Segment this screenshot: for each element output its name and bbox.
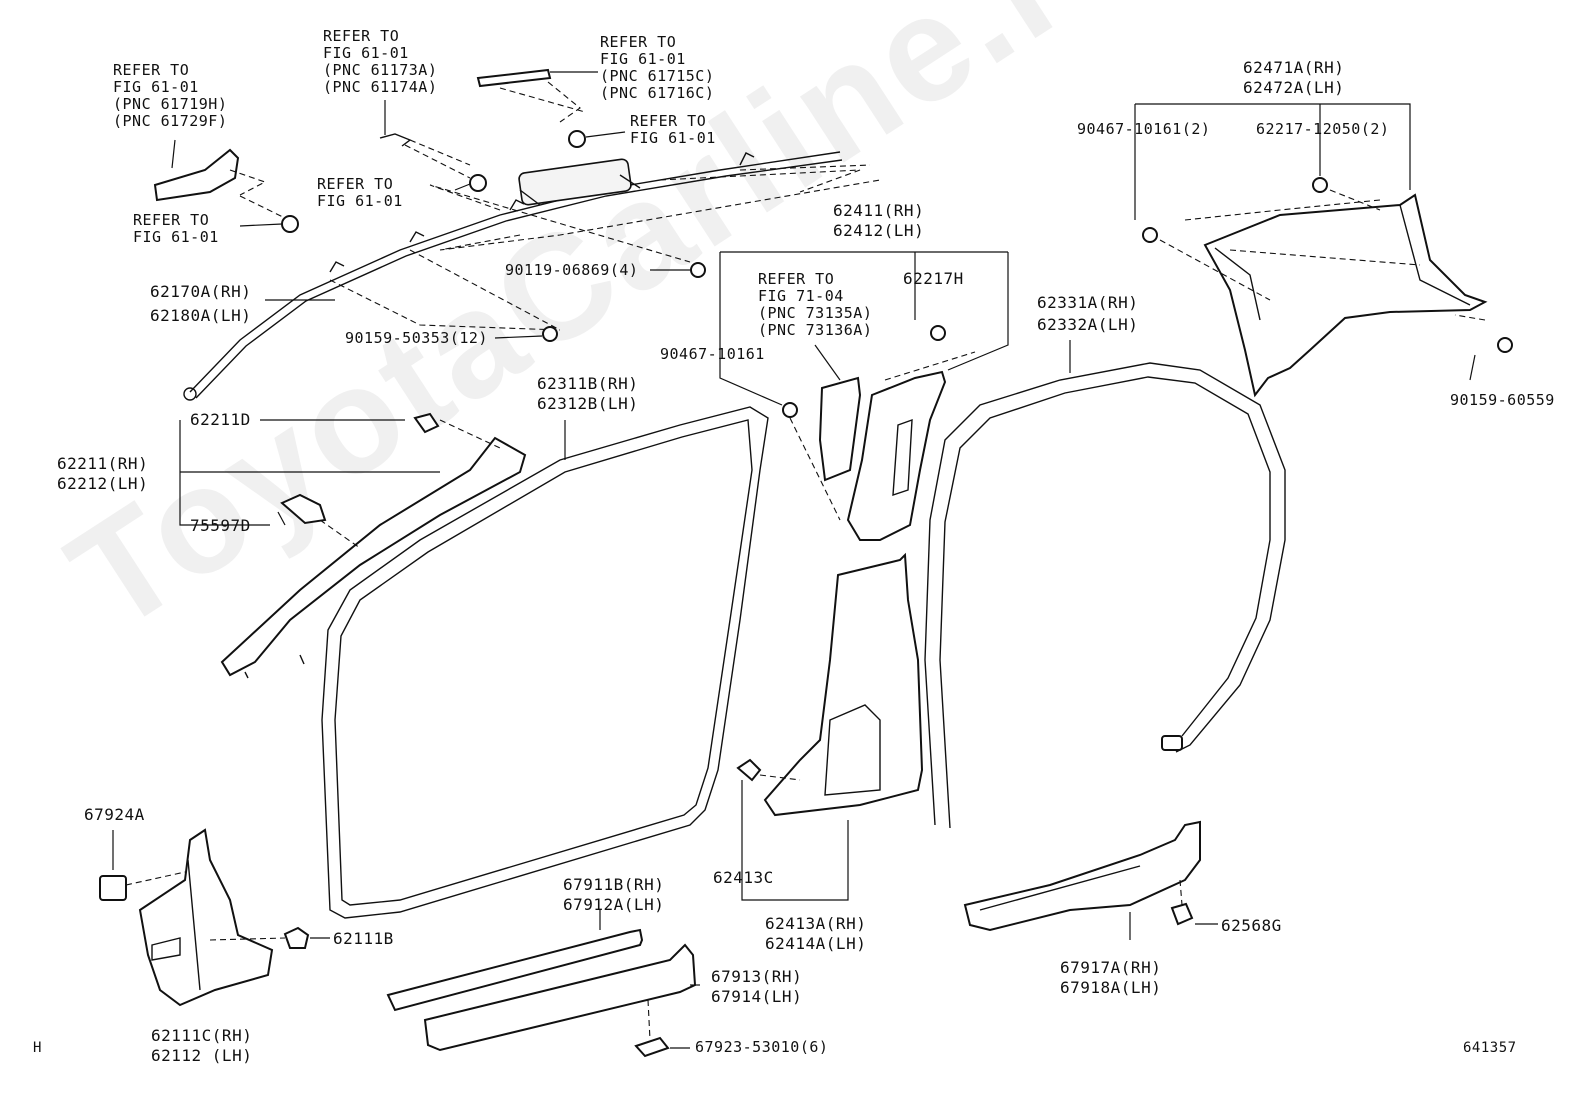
- label-90159-60559: 90159-60559: [1450, 391, 1555, 409]
- center-pillar-lower: [763, 552, 924, 817]
- clip-75597d: [280, 493, 327, 525]
- label-62411: 62411(RH) 62412(LH): [833, 201, 925, 240]
- clip-62413c: [736, 758, 762, 782]
- front-door-weatherstrip: [321, 406, 769, 919]
- label-75597d: 75597D: [190, 516, 251, 535]
- label-refer-bolt-mid: REFER TO FIG 61-01: [317, 175, 403, 210]
- label-62170a: 62170A(RH) 62180A(LH): [150, 282, 252, 325]
- label-refer-bolt-left: REFER TO FIG 61-01: [133, 211, 219, 246]
- corner-code: H: [33, 1040, 42, 1056]
- label-refer-73135a: REFER TO FIG 71-04 (PNC 73135A) (PNC 731…: [758, 270, 873, 339]
- leader-lines: [112, 71, 1476, 1049]
- rear-scuff-plate-67917: [963, 820, 1201, 932]
- label-62217-12050: 62217-12050(2): [1256, 120, 1390, 138]
- roof-side-trim: [1203, 193, 1488, 398]
- curtain-airbag: [183, 151, 843, 401]
- label-90467-10161-2: 90467-10161(2): [1077, 120, 1211, 138]
- label-62111b: 62111B: [333, 929, 394, 948]
- label-67913: 67913(RH) 67914(LH): [711, 967, 803, 1006]
- label-refer-61719h: REFER TO FIG 61-01 (PNC 61719H) (PNC 617…: [113, 61, 228, 130]
- label-62471a: 62471A(RH) 62472A(LH): [1243, 58, 1345, 97]
- label-62211d: 62211D: [190, 410, 251, 429]
- clip-62111b: [283, 926, 310, 949]
- label-62568g: 62568G: [1221, 916, 1282, 935]
- weatherstrip-end-cap: [1161, 735, 1183, 751]
- label-67923-53010: 67923-53010(6): [695, 1038, 829, 1056]
- clip-62568g: [1170, 902, 1194, 926]
- label-62413a: 62413A(RH) 62414A(LH): [765, 914, 867, 953]
- front-scuff-plate-67911: [386, 928, 644, 1012]
- label-67924a: 67924A: [84, 805, 145, 824]
- clip-67924a: [99, 875, 127, 901]
- label-62331a: 62331A(RH) 62332A(LH): [1037, 293, 1139, 334]
- label-62413c: 62413C: [713, 868, 774, 887]
- seatbelt-guide: [818, 376, 862, 482]
- label-67917a: 67917A(RH) 67918A(LH): [1060, 958, 1162, 997]
- label-62111c: 62111C(RH) 62112 (LH): [151, 1026, 253, 1065]
- label-90467-10161-mid: 90467-10161: [660, 345, 765, 363]
- bracket-61715c: [476, 68, 552, 88]
- center-pillar-upper: [846, 370, 947, 541]
- label-refer-61173a: REFER TO FIG 61-01 (PNC 61173A) (PNC 611…: [323, 27, 438, 96]
- bolt-icons: [281, 130, 1513, 418]
- label-90159-50353: 90159-50353(12): [345, 329, 488, 347]
- clip-67923: [634, 1036, 670, 1058]
- cowl-side-trim: [138, 828, 274, 1007]
- bracket-61719h: [153, 148, 240, 202]
- label-refer-61715c: REFER TO FIG 61-01 (PNC 61715C) (PNC 617…: [600, 33, 715, 102]
- label-62217h: 62217H: [903, 269, 964, 288]
- label-62311b: 62311B(RH) 62312B(LH): [537, 374, 639, 413]
- label-refer-bolt-right: REFER TO FIG 61-01: [630, 112, 716, 147]
- label-62211: 62211(RH) 62212(LH): [57, 454, 149, 493]
- rear-door-weatherstrip: [924, 362, 1286, 826]
- figure-number: 641357: [1463, 1040, 1517, 1056]
- label-67911b: 67911B(RH) 67912A(LH): [563, 875, 665, 914]
- label-90119-06869: 90119-06869(4): [505, 261, 639, 279]
- clip-62211d: [413, 412, 440, 434]
- a-pillar-trim: [220, 436, 527, 677]
